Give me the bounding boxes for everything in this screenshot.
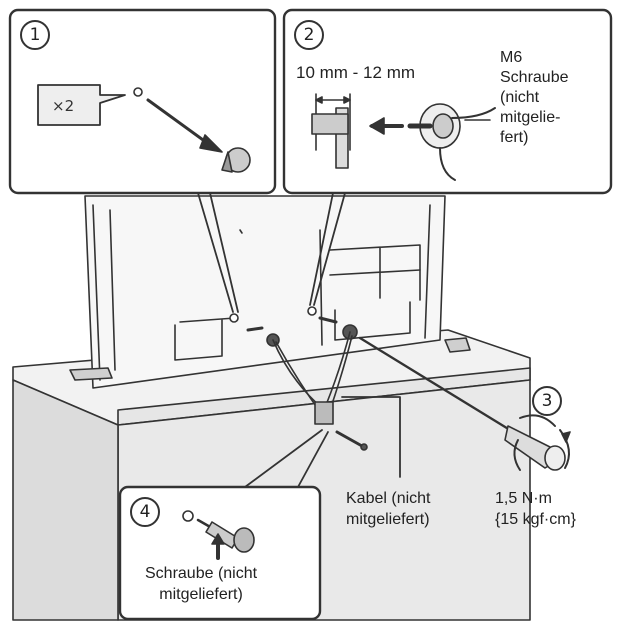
- torque-label: 1,5 N·m {15 kgf·cm}: [495, 490, 576, 528]
- tv-feet: [69, 337, 471, 381]
- cable-label: Kabel (nicht mitgeliefert): [346, 490, 431, 528]
- tv-back: [84, 195, 446, 389]
- table-bracket: [314, 401, 334, 425]
- leader-lines: [197, 192, 401, 488]
- panel-step-4: [118, 485, 322, 621]
- screw-holes: [229, 306, 338, 332]
- quantity-badge: ×2: [52, 97, 75, 115]
- step-3-number: 3: [532, 386, 562, 416]
- table-screw: [335, 430, 368, 451]
- step-1-number: 1: [20, 20, 50, 50]
- step-2-number: 2: [294, 20, 324, 50]
- step-4-number: 4: [130, 497, 160, 527]
- step-4-screw-label: Schraube (nicht mitgeliefert): [145, 565, 258, 603]
- panel-step-1: [8, 8, 277, 195]
- dimension-label: 10 mm - 12 mm: [296, 63, 416, 82]
- panel-step-2: [282, 8, 613, 195]
- m6-screw-label: M6 Schraube (nicht mitgelie- fert): [500, 49, 569, 146]
- screwdriver-icon: [358, 336, 571, 471]
